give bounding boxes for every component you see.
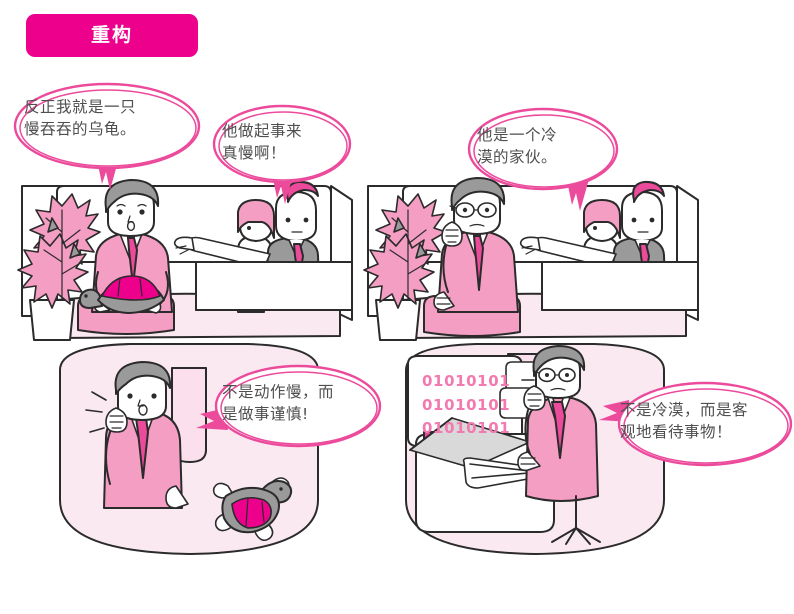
speech-bubble-outline <box>214 364 382 448</box>
speech-bubble-outline <box>13 82 201 170</box>
speech-bubble-colleague-cold <box>467 107 619 211</box>
bubble-text-colleague-cold: 他是一个冷 漠的家伙。 <box>477 126 558 166</box>
speech-bubble-reframe-objective <box>599 381 793 467</box>
bubble-text-reframe-objective: 不是冷漠，而是客 观地看待事物！ <box>620 401 749 441</box>
bubble-text-turtle-selftalk: 反正我就是一只 慢吞吞的乌龟。 <box>24 98 137 138</box>
scene-right-after <box>405 343 665 555</box>
speech-bubble-inner-outline <box>623 388 789 464</box>
speech-bubble-outline <box>617 381 793 467</box>
person-bottom-left-thinking <box>85 361 189 509</box>
speech-bubble-inner-outline <box>19 89 197 167</box>
speech-bubble-colleague-slow <box>212 104 352 204</box>
page-title-badge: 重构 <box>26 14 198 57</box>
potted-plant-left <box>17 193 101 309</box>
turtle-overturned <box>212 477 293 542</box>
speech-bubble-outline <box>212 104 352 184</box>
speech-bubble-layer <box>13 82 793 467</box>
speech-bubble-reframe-careful <box>196 364 382 448</box>
person-bottom-right-thinking <box>517 345 601 545</box>
scene-right-before <box>363 177 699 341</box>
speech-bubble-inner-outline <box>220 371 378 445</box>
binary-code-text: 01010101 01010101 01010101 <box>422 372 511 438</box>
bubble-text-reframe-careful: 不是动作慢，而 是做事谨慎! <box>222 383 335 423</box>
turtle-held <box>79 275 165 314</box>
speech-bubble-inner-outline <box>218 111 348 181</box>
potted-plant-right <box>363 193 447 309</box>
speech-bubble-inner-outline <box>473 114 615 188</box>
speech-bubble-outline <box>467 107 619 191</box>
speech-bubble-turtle-selftalk <box>13 82 201 190</box>
person-right-thinking <box>423 177 521 337</box>
scene-left-before <box>17 179 353 341</box>
bubble-text-colleague-slow: 他做起事来 真慢啊！ <box>222 122 303 162</box>
person-left-with-turtle <box>77 179 175 335</box>
page-title: 重构 <box>90 24 133 46</box>
